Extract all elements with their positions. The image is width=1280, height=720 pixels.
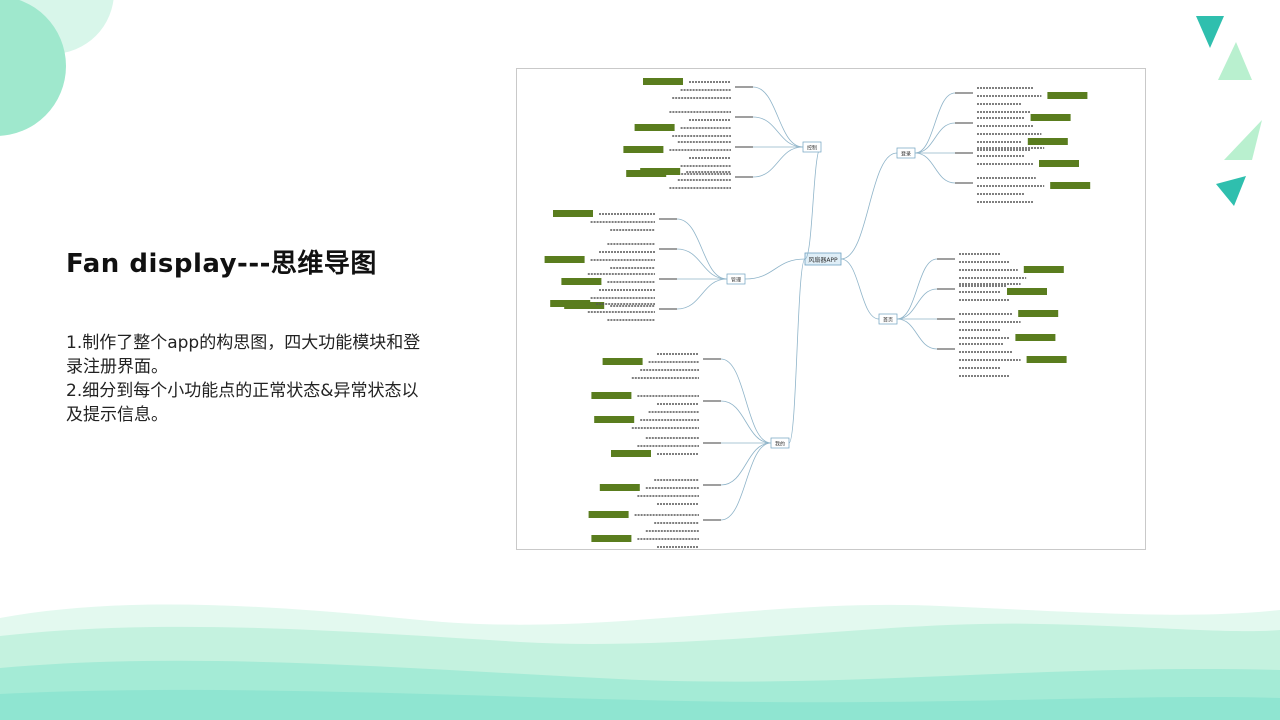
mindmap-branch-label: 首页 <box>883 317 893 324</box>
bottom-waves <box>0 604 1280 720</box>
mindmap-leaf-note-node <box>553 210 593 217</box>
mindmap-branch-line <box>788 258 806 444</box>
mindmap-sub-line <box>914 92 956 154</box>
mindmap-leaf-note-node <box>1026 356 1067 363</box>
mindmap-leaf-note-node <box>1027 138 1068 145</box>
mindmap-root-label: 风扇器APP <box>808 256 838 264</box>
mindmap-leaf-note-node <box>1023 266 1064 273</box>
mindmap-leaf-note-node <box>591 392 632 399</box>
slide-title: Fan display---思维导图 <box>66 249 377 279</box>
mindmap-branch-label: 控制 <box>807 145 817 152</box>
mindmap-branch-line <box>840 152 898 260</box>
mindmap-leaf-note-node <box>1050 182 1091 189</box>
mindmap-leaf-note-node <box>588 511 629 518</box>
mindmap-sub-line <box>752 116 804 148</box>
mindmap-sub-line <box>752 86 804 148</box>
mindmap-sub-line <box>720 358 772 444</box>
mindmap-leaf-note-node <box>591 535 632 542</box>
mindmap-leaf-note-node <box>1015 334 1056 341</box>
mindmap-branch-line <box>744 258 806 280</box>
mindmap-sub-line <box>896 318 938 350</box>
mindmap-leaf-note-node <box>623 146 664 153</box>
triangle-teal-bottom <box>1216 176 1246 206</box>
mindmap-leaf-note-node <box>561 278 602 285</box>
mindmap-branch-label: 我的 <box>775 441 785 448</box>
mindmap-leaf-note-node <box>599 484 640 491</box>
top-right-triangles <box>1196 16 1262 206</box>
mindmap-sub-line <box>676 218 728 280</box>
mindmap-branch-label: 管理 <box>731 277 741 284</box>
mindmap-branch-line <box>804 146 822 260</box>
mindmap-branch-line <box>840 258 880 320</box>
triangle-green-top <box>1218 42 1252 80</box>
mindmap-sub-line <box>914 122 956 154</box>
mindmap-leaf-note-node <box>1030 114 1071 121</box>
mindmap-sub-line <box>676 248 728 280</box>
mindmap-sub-line <box>720 442 772 521</box>
triangle-teal-top <box>1196 16 1224 48</box>
mindmap-leaf-note-node <box>634 124 675 131</box>
mindmap-leaf-note-node <box>1007 288 1047 295</box>
mindmap-sub-line <box>896 258 938 320</box>
mindmap-leaf-note-node <box>550 300 591 307</box>
mindmap-leaf-note-node <box>611 450 651 457</box>
mindmap-leaf-note-node <box>1047 92 1088 99</box>
mindmap-sub-line <box>720 442 772 486</box>
mindmap-sub-line <box>896 288 938 320</box>
description-line-2: 2.细分到每个小功能点的正常状态&异常状态以及提示信息。 <box>66 381 419 425</box>
mindmap-sub-line <box>752 146 804 178</box>
mindmap-leaf-note-node <box>594 416 635 423</box>
description-line-1: 1.制作了整个app的构思图，四大功能模块和登录注册界面。 <box>66 333 421 377</box>
mindmap-sub-line <box>720 400 772 444</box>
mindmap-sub-line <box>676 278 728 310</box>
mindmap-sub-line <box>914 152 956 184</box>
mindmap-leaf-note-node <box>643 78 683 85</box>
mindmap-image: 风扇器APP 控制登录首页 管理我的 <box>516 68 1146 550</box>
mindmap-branch-label: 登录 <box>901 151 911 158</box>
top-left-decoration <box>0 0 114 136</box>
triangle-green-mid <box>1224 120 1262 160</box>
slide-description: 1.制作了整个app的构思图，四大功能模块和登录注册界面。 2.细分到每个小功能… <box>66 331 426 427</box>
mindmap-leaf-note-node <box>640 168 681 175</box>
mindmap-leaf-note-node <box>544 256 585 263</box>
mindmap-leaf-note-node <box>1018 310 1059 317</box>
mindmap-leaf-note-node <box>1039 160 1079 167</box>
mindmap-leaf-note-node <box>602 358 643 365</box>
